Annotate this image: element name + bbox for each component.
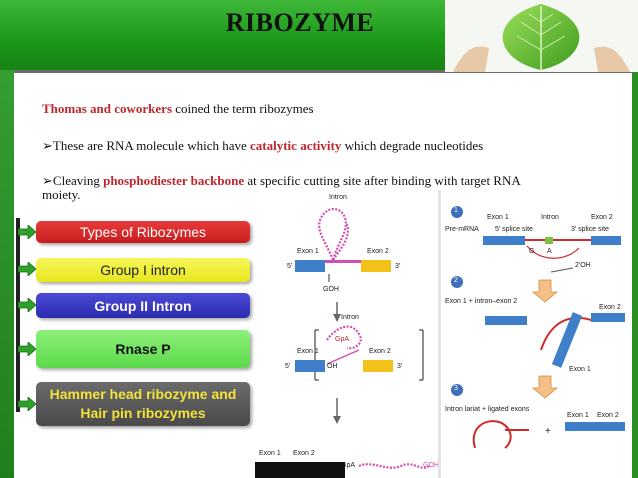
intron-label: Intron: [329, 194, 347, 201]
group-2-splicing-diagram: 1 2 3 Pre-mRNA Exon 1 Intron Exon 2 5' s…: [441, 190, 632, 478]
tree-trunk: [16, 218, 20, 412]
bullet2-after: at specific cutting site after binding w…: [244, 173, 521, 188]
bullet-arrow-icon: ➢: [42, 173, 53, 188]
right-accent-strip: [632, 0, 638, 478]
type-rnase-p: Rnase P: [36, 330, 250, 368]
arrow-right-icon: [18, 262, 36, 276]
title-bar: RIBOZYME: [0, 0, 445, 70]
exon1-right-label: Exon 1: [487, 214, 509, 221]
title-divider: [14, 70, 634, 73]
gpa-bottom-label: + GpA: [335, 462, 356, 469]
type-group-1-intron: Group I intron: [36, 258, 250, 282]
bullet2-highlight: phosphodiester backbone: [103, 173, 245, 188]
type-group-2-intron: Group II Intron: [36, 293, 250, 318]
panel-divider: [438, 190, 441, 478]
pre-mrna-label: Pre-mRNA: [445, 226, 479, 233]
arrow-right-icon: [18, 225, 36, 239]
arrow-right-icon: [18, 397, 36, 411]
plus-label: +: [545, 426, 551, 437]
gpa-label: GpA: [335, 336, 350, 343]
g-label: G: [529, 248, 535, 255]
step-3-label: 3: [454, 385, 458, 392]
type-hammerhead-hairpin: Hammer head ribozyme and Hair pin ribozy…: [36, 382, 250, 426]
page-title: RIBOZYME: [225, 8, 375, 37]
five-prime-mid-label: 5': [285, 363, 291, 370]
bullet-line-2: ➢Cleaving phosphodiester backbone at spe…: [42, 173, 521, 188]
splice3-label: 3' splice site: [571, 226, 609, 233]
intro-rest: coined the term ribozymes: [172, 101, 314, 116]
intro-line: Thomas and coworkers coined the term rib…: [42, 101, 314, 116]
bullet1-highlight: catalytic activity: [250, 138, 342, 153]
splice5-label: 5' splice site: [495, 226, 533, 233]
types-header-box: Types of Ribozymes: [36, 221, 250, 243]
left-accent-strip: [0, 0, 14, 478]
intro-highlight: Thomas and coworkers: [42, 101, 173, 116]
exon2-bottom-label: Exon 2: [293, 450, 315, 457]
image-shadow-bar: [255, 462, 345, 478]
a-label: A: [547, 248, 552, 255]
leaf-in-hands-image: [445, 0, 638, 72]
oh-right-label: 2'OH: [575, 262, 591, 269]
group-1-splicing-diagram: Intron Exon 1 Exon 2 5' 3' GOH Intron Gp…: [255, 190, 439, 478]
exon1-label: Exon 1: [297, 248, 319, 255]
five-prime-label: 5': [287, 263, 293, 270]
intron-right-label: Intron: [541, 214, 559, 221]
exon1-step3-label: Exon 1: [567, 412, 589, 419]
exon2-step2-label: Exon 2: [599, 304, 621, 311]
exon1-bottom-label: Exon 1: [259, 450, 281, 457]
exon1-mid-label: Exon 1: [297, 348, 319, 355]
arrow-right-icon: [18, 342, 36, 356]
exon2-step3-label: Exon 2: [597, 412, 619, 419]
step-2-label: 2: [454, 277, 458, 284]
three-prime-mid-label: 3': [397, 363, 403, 370]
exon-intron-label: Exon 1 + intron–exon 2: [445, 298, 518, 305]
goh-label: GOH: [323, 286, 339, 293]
goh-bottom-label: GOH: [423, 462, 439, 469]
three-prime-label: 3': [395, 263, 401, 270]
intron-mid-label: Intron: [341, 314, 359, 321]
type-hammerhead-line2: Hair pin ribozymes: [80, 405, 206, 421]
type-hammerhead-line1: Hammer head ribozyme and: [49, 386, 237, 402]
bullet-arrow-icon: ➢: [42, 138, 53, 153]
arrow-right-icon: [18, 298, 36, 312]
exon1-step2-label: Exon 1: [569, 366, 591, 373]
exon2-right-label: Exon 2: [591, 214, 613, 221]
exon2-mid-label: Exon 2: [369, 348, 391, 355]
lariat-label: Intron lariat + ligated exons: [445, 406, 530, 413]
bullet1-after: which degrade nucleotides: [341, 138, 484, 153]
bullet-line-2-cont: moiety.: [42, 187, 81, 202]
bullet1-before: These are RNA molecule which have: [52, 138, 251, 153]
oh-label: OH: [327, 363, 338, 370]
bullet-line-1: ➢These are RNA molecule which have catal…: [42, 138, 483, 153]
exon2-label: Exon 2: [367, 248, 389, 255]
bullet2-before: Cleaving: [52, 173, 104, 188]
step-1-label: 1: [454, 207, 458, 214]
